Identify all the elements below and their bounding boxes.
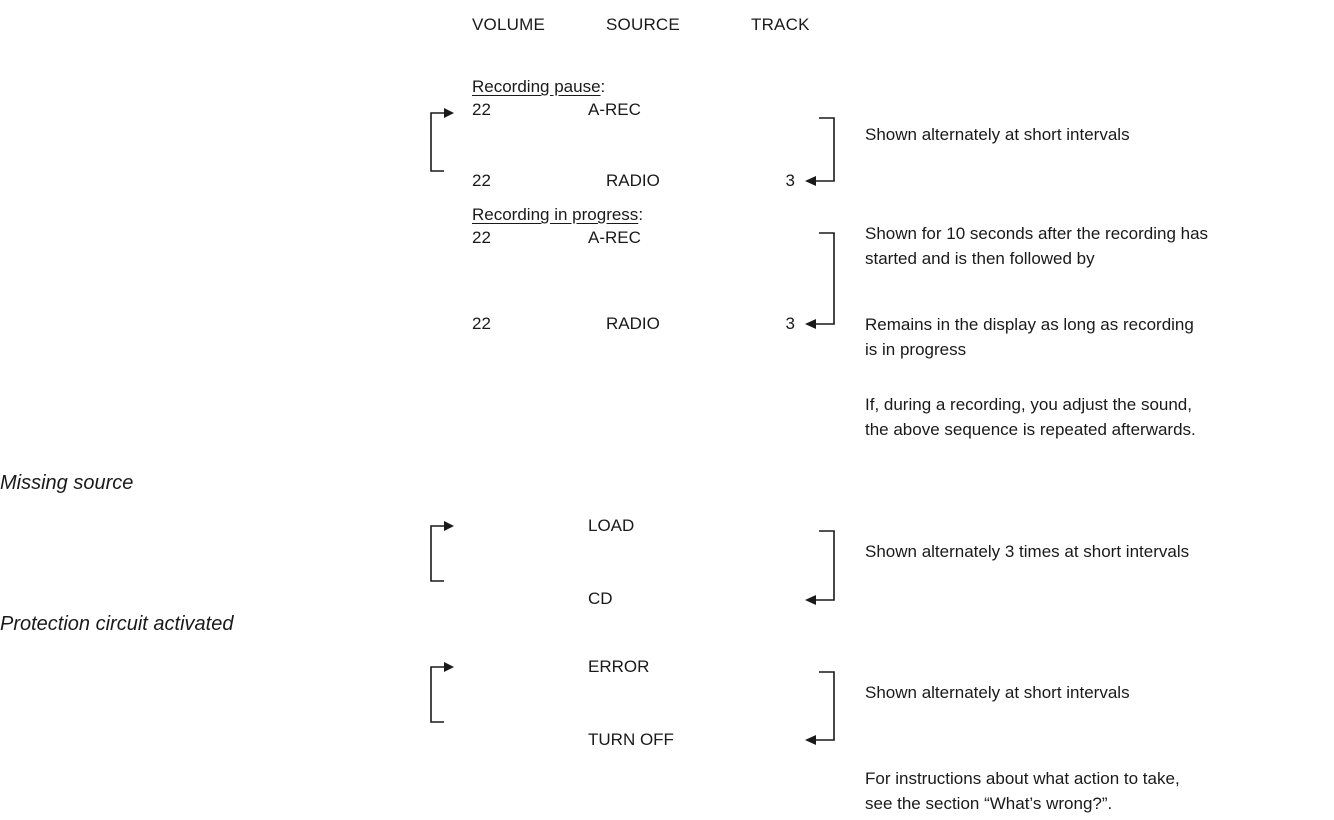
- arrow-left-missing: [805, 595, 816, 605]
- missing-row2-source: CD: [588, 589, 613, 608]
- right-bracket-progress: [815, 232, 835, 325]
- protection-row2-source: TURN OFF: [588, 730, 674, 749]
- pause-row2-volume: 22: [472, 171, 491, 190]
- footer-line2: see the section “What’s wrong?”.: [865, 794, 1113, 813]
- right-bracket-missing: [815, 530, 835, 601]
- protection-row1-source: ERROR: [588, 657, 650, 676]
- pause-row2-track: 3: [785, 171, 795, 190]
- header-source: SOURCE: [606, 15, 680, 34]
- progress-note3-line1: If, during a recording, you adjust the s…: [865, 395, 1192, 414]
- protection-title: Protection circuit activated: [0, 613, 234, 635]
- header-volume: VOLUME: [472, 15, 545, 34]
- recording-progress-colon: :: [638, 205, 644, 224]
- progress-note1-line2: started and is then followed by: [865, 249, 1095, 268]
- progress-row2-source: RADIO: [606, 314, 660, 333]
- progress-note2-line2: is in progress: [865, 340, 967, 359]
- progress-row1-volume: 22: [472, 228, 491, 247]
- pause-note: Shown alternately at short intervals: [865, 125, 1130, 144]
- progress-row2-track: 3: [785, 314, 795, 333]
- arrow-left-protection: [805, 735, 816, 745]
- arrow-right-protection: [444, 662, 454, 672]
- missing-row1-source: LOAD: [588, 516, 635, 535]
- recording-pause-label-text: Recording pause: [472, 77, 601, 96]
- progress-note1-line1: Shown for 10 seconds after the recording…: [865, 224, 1209, 243]
- arrow-right-pause: [444, 108, 454, 118]
- recording-progress-label-text: Recording in progress: [472, 205, 639, 224]
- left-bracket-missing: [430, 525, 444, 582]
- recording-progress-label: Recording in progress:: [472, 205, 643, 225]
- arrow-right-missing: [444, 521, 454, 531]
- arrow-left-pause: [805, 176, 816, 186]
- recording-pause-label: Recording pause:: [472, 77, 605, 97]
- right-bracket-protection: [815, 671, 835, 741]
- footer-line1: For instructions about what action to ta…: [865, 769, 1180, 788]
- left-bracket-protection: [430, 666, 444, 723]
- pause-row1-source: A-REC: [588, 100, 641, 119]
- pause-row2-source: RADIO: [606, 171, 660, 190]
- missing-source-title: Missing source: [0, 472, 134, 494]
- progress-row1-source: A-REC: [588, 228, 641, 247]
- recording-pause-colon: :: [600, 77, 606, 96]
- left-bracket-pause: [430, 112, 444, 172]
- right-bracket-pause: [815, 117, 835, 182]
- protection-note: Shown alternately at short intervals: [865, 683, 1130, 702]
- missing-note: Shown alternately 3 times at short inter…: [865, 542, 1190, 561]
- arrow-left-progress: [805, 319, 816, 329]
- pause-row1-volume: 22: [472, 100, 491, 119]
- progress-row2-volume: 22: [472, 314, 491, 333]
- progress-note3-line2: the above sequence is repeated afterward…: [865, 420, 1196, 439]
- header-track: TRACK: [751, 15, 810, 34]
- progress-note2-line1: Remains in the display as long as record…: [865, 315, 1194, 334]
